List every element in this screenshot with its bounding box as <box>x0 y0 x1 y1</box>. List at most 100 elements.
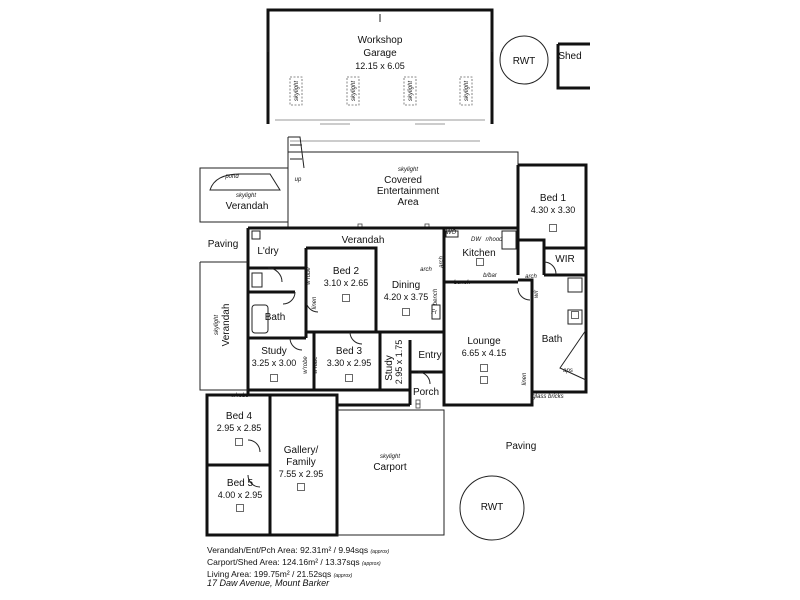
light-fixture-marks <box>235 224 579 512</box>
label-verandah-mid: Verandah <box>342 235 385 246</box>
garage-skylight-label: skylight <box>408 81 414 101</box>
light-mark-3 <box>402 308 410 316</box>
label-laundry: L'dry <box>257 246 278 257</box>
label-dining: Dining <box>392 280 420 291</box>
label-bench: bench <box>454 280 471 286</box>
carport-outline <box>337 409 445 536</box>
label-up: up <box>295 177 302 183</box>
label-study1: Study <box>261 346 287 357</box>
carport-area-line: Carport/Shed Area: 124.16m² / 13.37sqs (… <box>207 557 381 567</box>
light-mark-11 <box>297 483 305 491</box>
entertainment-area-outline <box>288 151 519 165</box>
fixtures <box>251 230 587 381</box>
label-bath-r: Bath <box>542 334 563 345</box>
house-walls <box>205 163 588 537</box>
door-swings <box>247 261 557 488</box>
label-rwt-bottom: RWT <box>481 502 504 513</box>
label-gallery1: Gallery/ <box>284 445 319 456</box>
label-dw: DW <box>471 237 482 243</box>
shed-outline <box>556 42 590 90</box>
label-bench2: bench <box>433 288 439 305</box>
label-sky-side: skylight <box>214 315 220 335</box>
label-porch: Porch <box>413 387 439 398</box>
label-wrobe-b2: w'robe <box>306 267 312 285</box>
label-sky-car: skylight <box>380 454 400 460</box>
label-verandah-side: Verandah <box>221 304 232 347</box>
light-mark-5 <box>480 376 488 384</box>
label-bed4: Bed 4 <box>226 411 253 422</box>
garage-skylight-2: skylight <box>346 76 360 106</box>
label-rhood: r/hood <box>485 237 503 243</box>
label-linen2: linen <box>522 372 528 385</box>
label-aps: aps <box>563 368 573 374</box>
light-mark-4 <box>480 364 488 372</box>
label-garage-dim: 12.15 x 6.05 <box>355 61 405 71</box>
label-bbar: b/bar <box>483 273 498 279</box>
label-wo: WO <box>446 230 457 236</box>
rainwater-tank-bottom <box>459 475 525 541</box>
label-cea1: Covered <box>384 175 422 186</box>
label-sky-ver: skylight <box>236 193 256 199</box>
label-dining-dim: 4.20 x 3.75 <box>384 292 429 302</box>
label-arch3: arch <box>439 256 445 268</box>
light-mark-7 <box>345 374 353 382</box>
label-bed5-dim: 4.00 x 2.95 <box>218 490 263 500</box>
label-cea2: Entertainment <box>377 186 439 197</box>
light-mark-10 <box>236 504 244 512</box>
workshop-garage-outline <box>266 8 494 142</box>
label-study2-dim: 2.95 x 1.75 <box>394 340 404 385</box>
label-shed: Shed <box>558 51 581 62</box>
label-study1-dim: 3.25 x 3.00 <box>252 358 297 368</box>
label-lounge-dim: 6.65 x 4.15 <box>462 348 507 358</box>
label-gallery-dim: 7.55 x 2.95 <box>279 469 324 479</box>
label-sky-cea: skylight <box>398 167 418 173</box>
label-wrobe-st: w'robe <box>303 356 309 374</box>
label-glass: glass bricks <box>532 394 563 400</box>
label-bath-l: Bath <box>265 312 286 323</box>
label-bed4-dim: 2.95 x 2.85 <box>217 423 262 433</box>
label-cea3: Area <box>397 197 419 208</box>
label-wrobe-b1: w/r <box>534 289 540 298</box>
label-lounge: Lounge <box>467 336 501 347</box>
label-paving-r: Paving <box>506 441 537 452</box>
side-verandah-outline <box>199 261 248 391</box>
label-bed2: Bed 2 <box>333 266 360 277</box>
label-pond: pond <box>224 174 239 180</box>
light-mark-1 <box>549 224 557 232</box>
label-bed5: Bed 5 <box>227 478 254 489</box>
label-bed2-dim: 3.10 x 2.65 <box>324 278 369 288</box>
label-wrobe-b4: w'robe <box>231 393 249 399</box>
label-wrobe-b3: w'robe <box>313 356 319 374</box>
light-mark-12 <box>571 311 579 319</box>
label-bed3-dim: 3.30 x 2.95 <box>327 358 372 368</box>
label-wir: WIR <box>555 254 574 265</box>
label-gallery2: Family <box>286 457 315 468</box>
label-paving-l: Paving <box>208 239 239 250</box>
label-study2: Study <box>384 355 395 381</box>
label-bed3: Bed 3 <box>336 346 363 357</box>
label-rwt-top: RWT <box>513 56 536 67</box>
light-mark-8 <box>270 374 278 382</box>
garage-skylight-1: skylight <box>289 76 303 106</box>
property-address: 17 Daw Avenue, Mount Barker <box>207 578 330 588</box>
label-linen1: linen <box>312 296 318 309</box>
area-summary: Verandah/Ent/Pch Area: 92.31m² / 9.94sqs… <box>207 545 389 581</box>
label-carport: Carport <box>373 462 407 473</box>
light-mark-9 <box>235 438 243 446</box>
label-arch2: arch <box>525 274 537 280</box>
label-bed1-dim: 4.30 x 3.30 <box>531 205 576 215</box>
light-mark-6 <box>476 258 484 266</box>
garage-skylight-3: skylight <box>403 76 417 106</box>
garage-skylight-label: skylight <box>294 81 300 101</box>
label-entry: Entry <box>418 350 441 361</box>
rainwater-tank-top <box>499 35 549 85</box>
light-mark-2 <box>342 294 350 302</box>
label-fr: Fr <box>431 310 438 316</box>
label-verandah-tl: Verandah <box>226 201 269 212</box>
label-garage-name2: Garage <box>363 48 397 59</box>
label-arch1: arch <box>420 267 432 273</box>
living-area-line: Living Area: 199.75m² / 21.52sqs (approx… <box>207 569 353 579</box>
label-garage-name: Workshop <box>358 35 403 46</box>
